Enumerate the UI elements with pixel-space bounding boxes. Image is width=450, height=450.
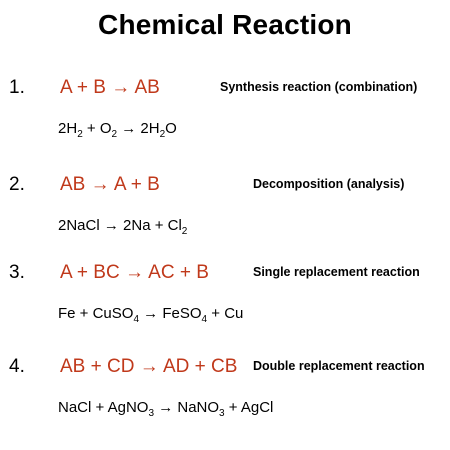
example-equation-4: NaCl + AgNO3 → NaNO3 + AgCl [58,399,274,419]
reaction-type-4: Double replacement reaction [253,359,425,373]
reaction-number-4: 4. [9,356,25,377]
page-title: Chemical Reaction [98,9,352,40]
general-equation-4: AB + CD → AD + CB [60,356,238,377]
reaction-number-2: 2. [9,174,25,195]
reaction-type-3: Single replacement reaction [253,265,420,279]
example-equation-3: Fe + CuSO4 → FeSO4 + Cu [58,305,244,325]
general-equation-3: A + BC → AC + B [60,262,209,283]
example-equation-2: 2NaCl → 2Na + Cl2 [58,217,188,237]
reaction-type-1: Synthesis reaction (combination) [220,80,418,94]
general-equation-1: A + B → AB [60,77,160,98]
reaction-number-3: 3. [9,262,25,283]
general-equation-2: AB → A + B [60,174,160,195]
example-equation-1: 2H2 + O2 → 2H2O [58,120,177,140]
reaction-number-1: 1. [9,77,25,98]
reaction-type-2: Decomposition (analysis) [253,177,405,191]
